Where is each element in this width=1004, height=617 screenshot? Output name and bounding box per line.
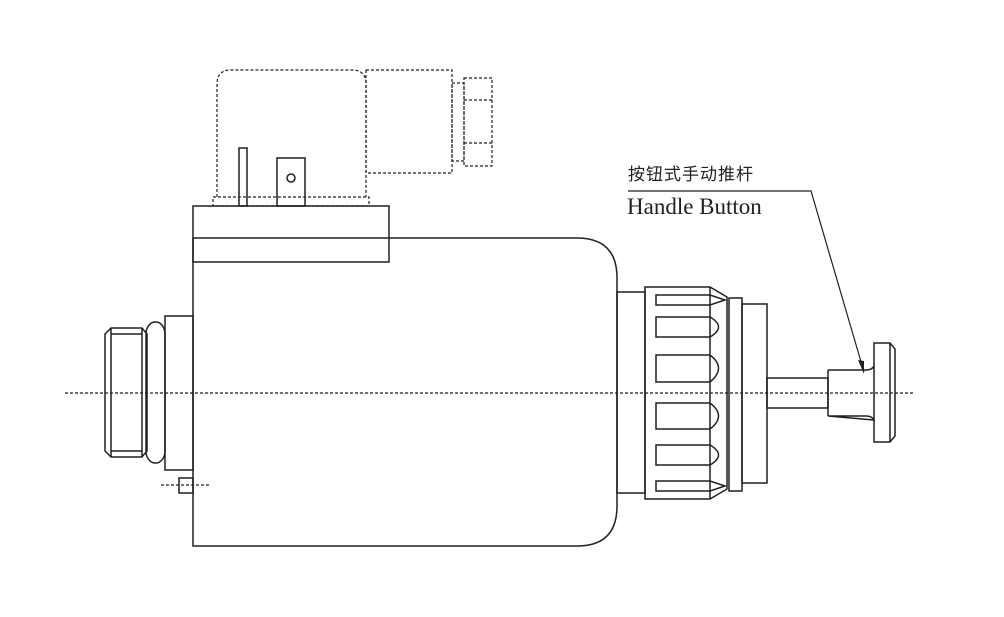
coil-block xyxy=(192,205,390,263)
left-fitting xyxy=(104,315,210,494)
handle-button xyxy=(766,342,896,443)
callout-label-chinese: 按钮式手动推杆 xyxy=(628,165,754,185)
plug-connector xyxy=(212,69,493,207)
solenoid-body xyxy=(192,237,618,547)
callout-leader xyxy=(628,190,865,374)
terminal-hole xyxy=(286,173,296,183)
callout-label-english: Handle Button xyxy=(627,194,762,219)
